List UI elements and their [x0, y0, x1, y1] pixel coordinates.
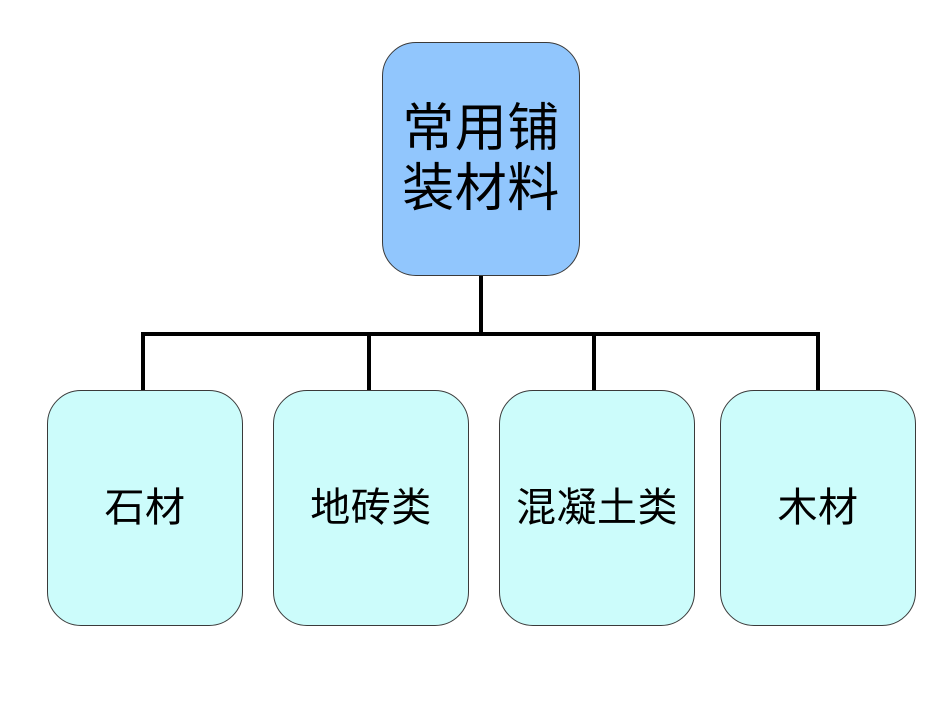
node-child-label: 地砖类 — [310, 484, 432, 531]
node-child-wood[interactable]: 木材 — [720, 390, 916, 626]
node-child-concrete[interactable]: 混凝土类 — [499, 390, 695, 626]
node-child-label: 混凝土类 — [516, 484, 678, 531]
node-child-label: 木材 — [777, 484, 859, 531]
node-child-label: 石材 — [104, 484, 186, 531]
node-root[interactable]: 常用铺装材料 — [382, 42, 580, 276]
node-child-stone[interactable]: 石材 — [47, 390, 243, 626]
node-child-floor-tile[interactable]: 地砖类 — [273, 390, 469, 626]
node-root-label: 常用铺装材料 — [402, 98, 560, 219]
